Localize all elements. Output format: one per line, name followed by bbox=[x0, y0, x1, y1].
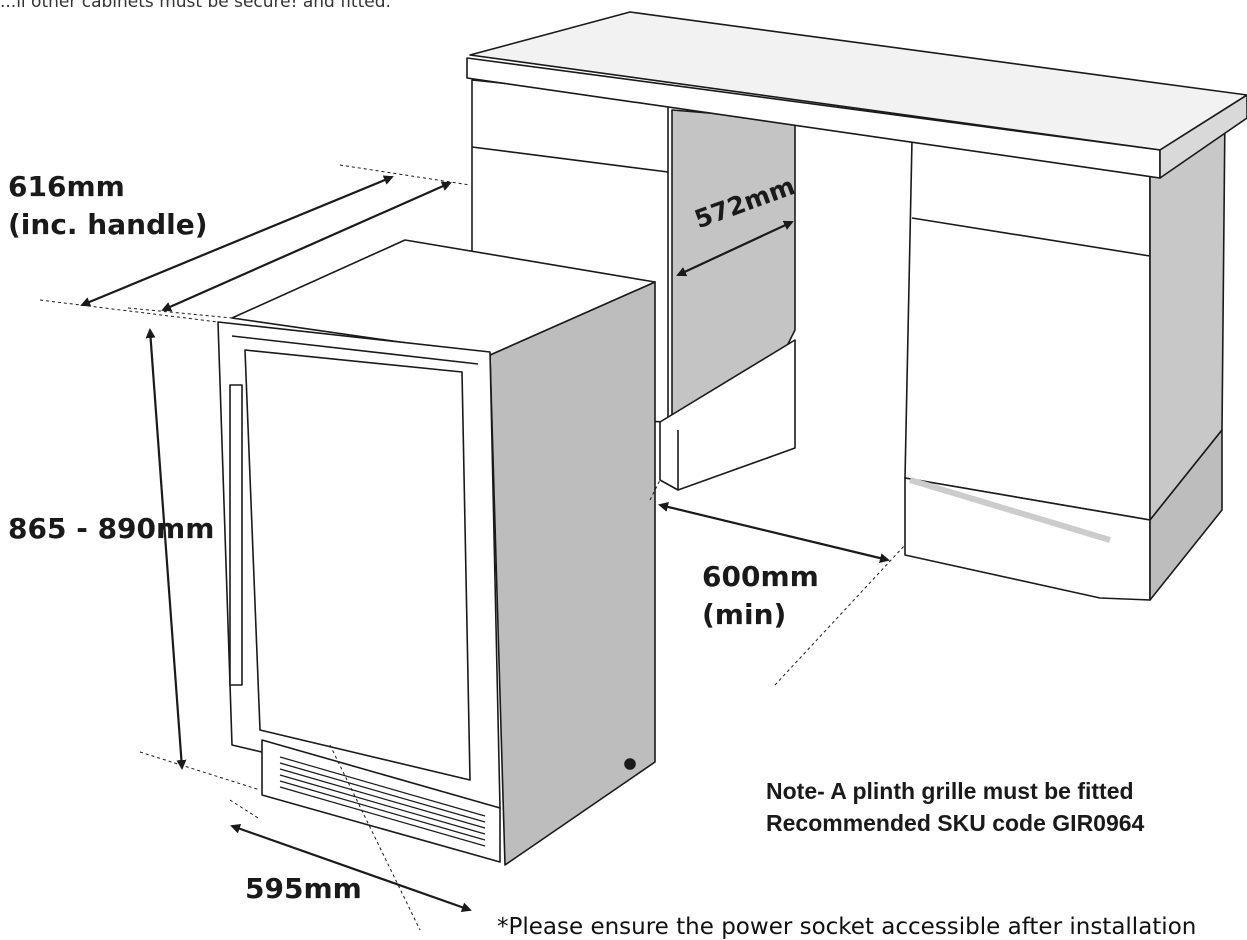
arrow-600 bbox=[658, 502, 890, 563]
dimension-arrows bbox=[80, 175, 890, 913]
wine-cooler bbox=[217, 239, 656, 866]
label-616-note: (inc. handle) bbox=[8, 208, 208, 241]
cooler-side bbox=[489, 281, 656, 866]
note-line-1: Note- A plinth grille must be fitted bbox=[766, 778, 1134, 804]
worktop-top bbox=[469, 11, 1247, 151]
arrow-572 bbox=[676, 220, 794, 277]
label-600-note: (min) bbox=[702, 598, 787, 631]
footnote: *Please ensure the power socket accessib… bbox=[497, 914, 1197, 940]
arrow-595-depth bbox=[161, 181, 452, 312]
label-600: 600mm bbox=[702, 560, 819, 593]
kitchen-cabinets bbox=[466, 11, 1247, 601]
arrow-width bbox=[230, 823, 472, 913]
header-text: ...ll other cabinets must be secure! and… bbox=[0, 0, 391, 12]
arrow-height bbox=[145, 328, 187, 770]
cooler-handle bbox=[229, 384, 243, 686]
label-595: 595mm bbox=[245, 872, 362, 905]
note-line-2: Recommended SKU code GIR0964 bbox=[766, 810, 1145, 836]
cooler-glass bbox=[244, 349, 471, 781]
right-cabinet-front bbox=[904, 139, 1151, 521]
label-height: 865 - 890mm bbox=[8, 512, 215, 545]
label-616: 616mm bbox=[8, 170, 125, 203]
